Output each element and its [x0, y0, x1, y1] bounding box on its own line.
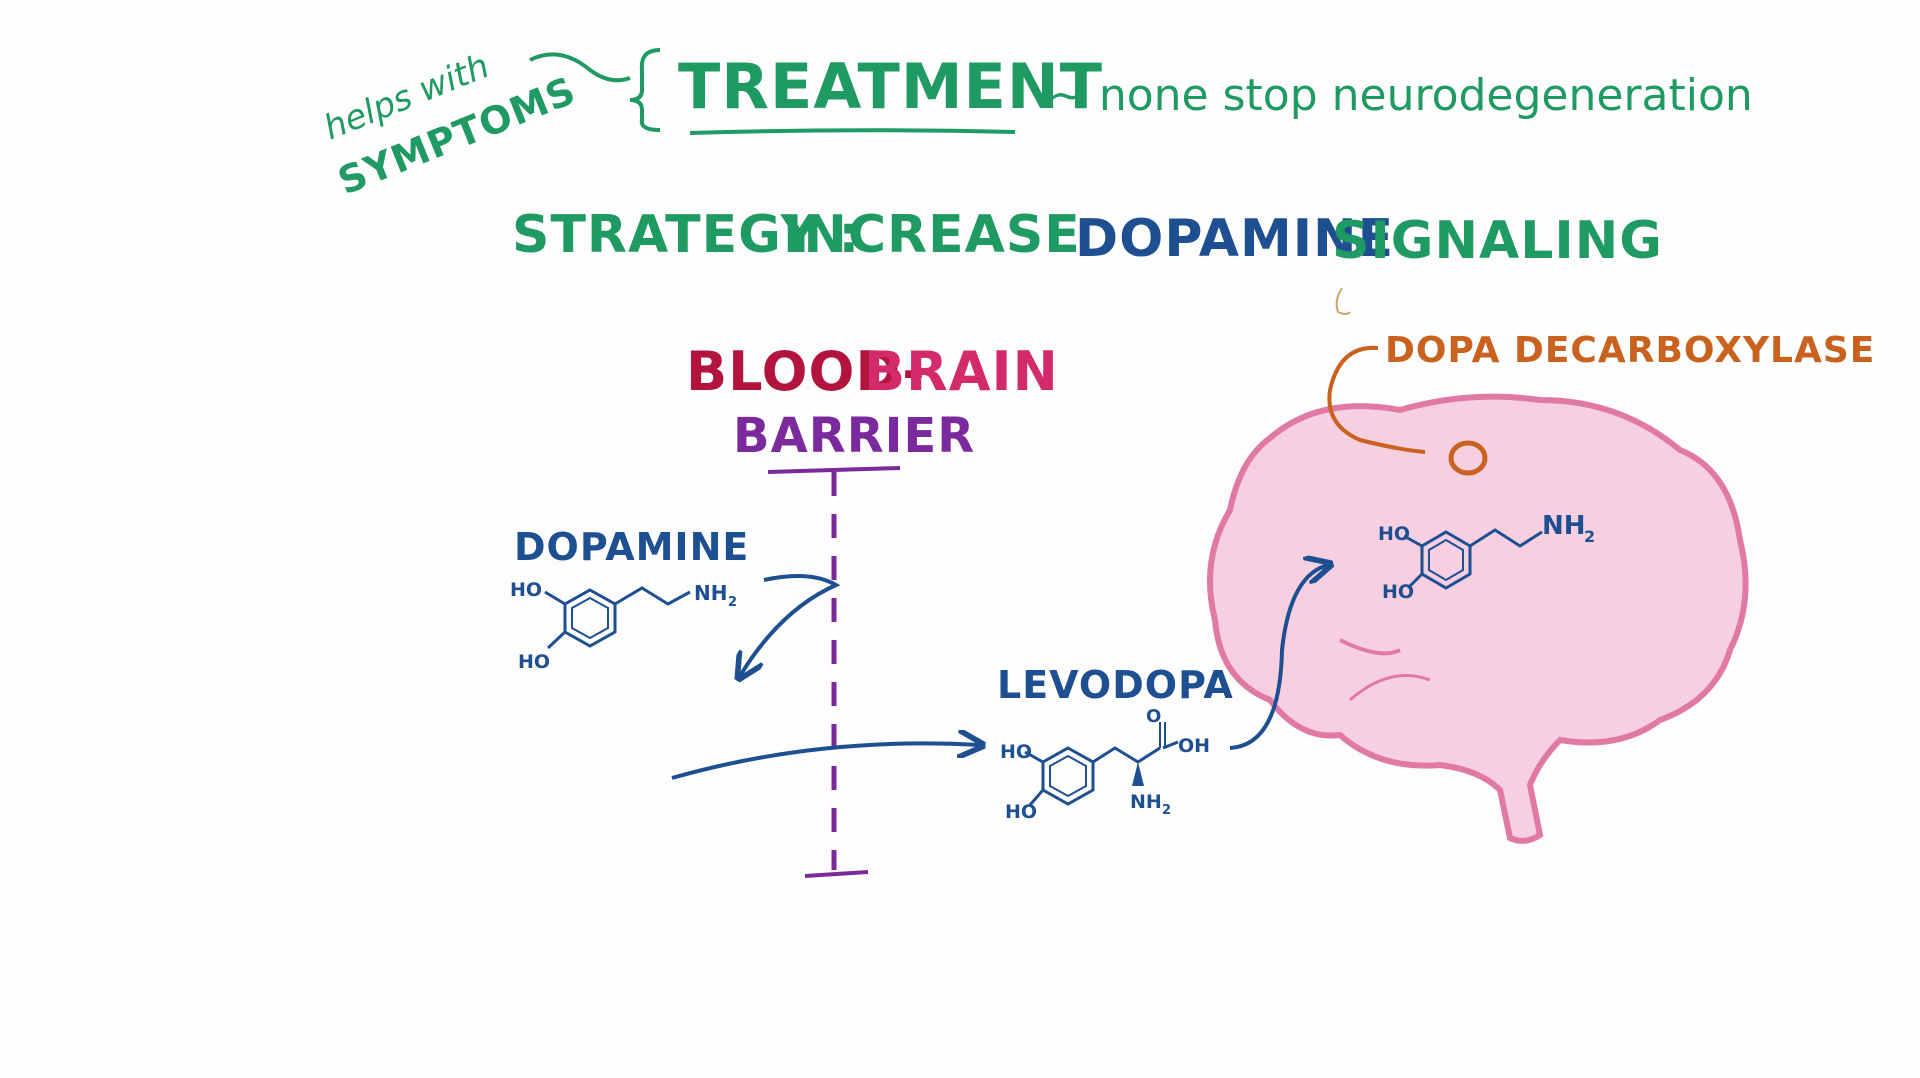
- connector-curve: [529, 52, 631, 83]
- dopamine-ho-bond-1: [544, 590, 566, 606]
- brain-illustration: [1207, 393, 1749, 844]
- brain-dopamine-nh2-sub: 2: [1584, 527, 1595, 546]
- barrier-top-cap: [767, 466, 901, 474]
- brain-dopamine-ho-bond-2: [1406, 572, 1424, 590]
- levodopa-ho-bond-2: [1028, 789, 1045, 806]
- dopamine-ring-inner: [571, 596, 609, 640]
- levodopa-ho-bond-1: [1024, 750, 1044, 764]
- levodopa-wedge-bond: [1132, 762, 1144, 786]
- levodopa-nh2: NH: [1130, 791, 1162, 813]
- dopamine-molecule-outside: DOPAMINE HO HO NH 2: [510, 525, 749, 673]
- dopa-decarboxylase: DOPA DECARBOXYLASE: [1327, 287, 1875, 476]
- strategy-label: STRATEGY :: [512, 205, 860, 265]
- brain-dopamine-ho-bond-1: [1403, 534, 1423, 548]
- dopamine-molecule-brain: HO HO NH 2: [1378, 511, 1595, 603]
- barrier-label-barrier: BARRIER: [733, 408, 975, 464]
- barrier-bottom-cap: [804, 870, 869, 878]
- dopamine-nh2: NH: [694, 581, 727, 605]
- levodopa-ring-inner: [1049, 754, 1087, 798]
- curly-brace: [629, 48, 661, 132]
- levodopa-ho-bottom: HO: [1005, 801, 1037, 823]
- treatment-title: TREATMENT: [678, 50, 1103, 123]
- dopamine-ho-bond-2: [546, 630, 567, 650]
- brain-dopamine-nh2: NH: [1542, 511, 1586, 541]
- dopamine-ho-top: HO: [510, 579, 542, 601]
- dopamine-label: DOPAMINE: [514, 525, 749, 569]
- levodopa-carbonyl: [1159, 722, 1166, 748]
- enzyme-pointer-line: [1327, 345, 1426, 454]
- enzyme-label: DOPA DECARBOXYLASE: [1385, 330, 1875, 371]
- strategy-signaling: SIGNALING: [1332, 211, 1663, 271]
- levodopa-nh2-sub: 2: [1162, 803, 1171, 818]
- levodopa-into-brain-arrow: [1229, 565, 1328, 750]
- brain-fold-2: [1349, 674, 1431, 702]
- strategy-line: STRATEGY : INCREASE DOPAMINE SIGNALING: [512, 205, 1663, 271]
- blocked-arrow: [740, 574, 841, 676]
- brain-dopamine-chain: [1469, 528, 1543, 548]
- stray-pencil-mark: [1335, 287, 1351, 315]
- brain-shape: [1207, 393, 1749, 844]
- levodopa-molecule: LEVODOPA HO HO O OH NH 2: [997, 663, 1234, 823]
- crossing-arrow: [671, 743, 980, 780]
- brain-fold-1: [1339, 638, 1401, 656]
- levodopa-ho-top: HO: [1000, 741, 1032, 763]
- dopamine-nh2-sub: 2: [728, 595, 737, 610]
- dopamine-ho-bottom: HO: [518, 651, 550, 673]
- levodopa-label: LEVODOPA: [997, 663, 1234, 707]
- enzyme-marker-circle: [1448, 440, 1488, 476]
- header: helps with SYMPTOMS TREATMENT ~ none sto…: [318, 46, 1752, 203]
- dopamine-chain: [614, 586, 691, 606]
- treatment-subtitle: ~ none stop neurodegeneration: [1048, 70, 1753, 121]
- levodopa-oh: OH: [1178, 735, 1210, 757]
- brain-dopamine-ring-inner: [1428, 538, 1464, 582]
- barrier-label-brain: BRAIN: [864, 340, 1059, 403]
- levodopa-hydroxyl-bond: [1162, 740, 1179, 750]
- levodopa-o: O: [1146, 706, 1161, 727]
- blood-brain-barrier: BLOOD- BRAIN BARRIER: [686, 340, 1059, 878]
- strategy-increase: INCREASE: [783, 205, 1081, 265]
- brain-dopamine-ho-bottom: HO: [1382, 581, 1414, 603]
- strategy-dopamine: DOPAMINE: [1075, 209, 1394, 269]
- brain-dopamine-ho-top: HO: [1378, 523, 1410, 545]
- title-underline: [689, 128, 1016, 135]
- levodopa-chain: [1092, 746, 1161, 764]
- barrier-label-blood: BLOOD-: [686, 340, 926, 403]
